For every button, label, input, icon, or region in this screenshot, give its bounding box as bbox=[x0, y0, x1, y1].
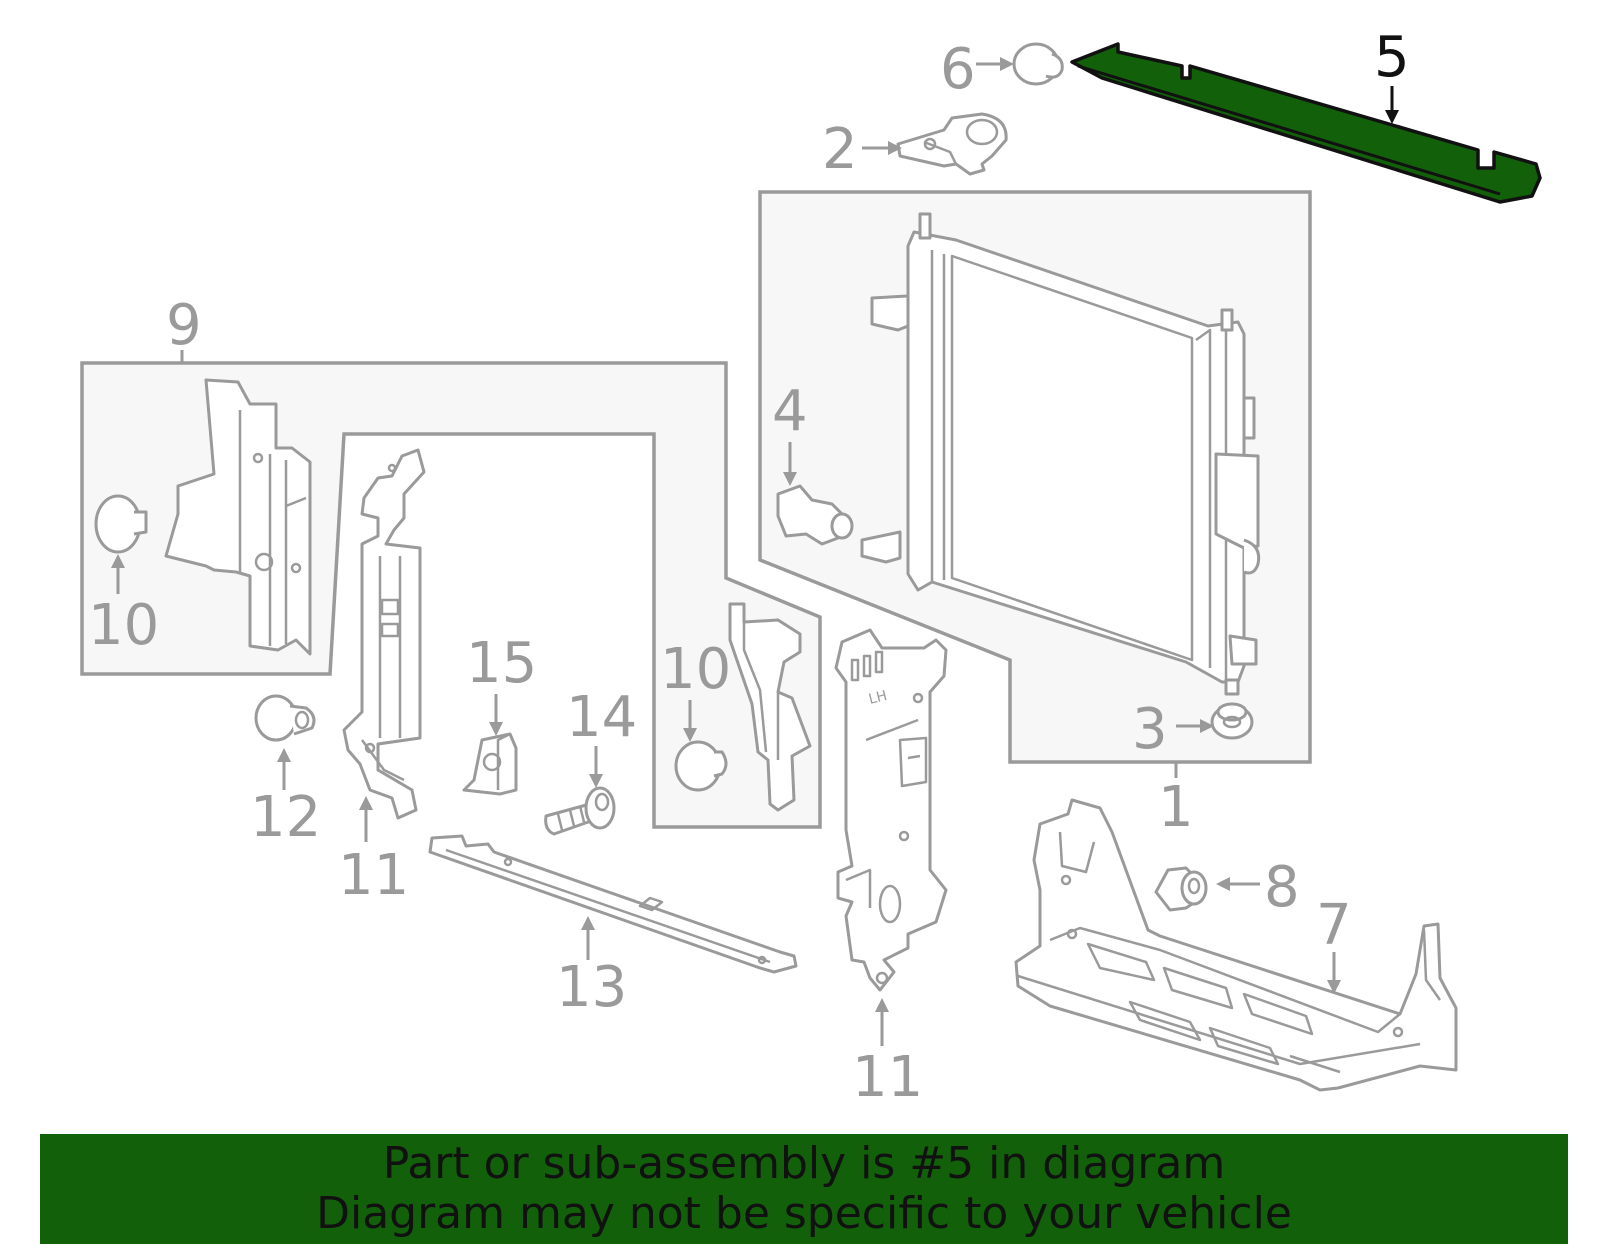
part-3-grommet[interactable] bbox=[1210, 702, 1254, 740]
lh-engraving: LH bbox=[867, 688, 889, 708]
callout-15: 15 bbox=[466, 631, 537, 696]
part-13-lower-deflector[interactable] bbox=[428, 834, 798, 974]
callout-3: 3 bbox=[1132, 697, 1168, 762]
callout-1: 1 bbox=[1158, 775, 1194, 840]
part-7-lower-shield[interactable] bbox=[1014, 798, 1458, 1092]
callout-10-right: 10 bbox=[660, 637, 731, 702]
right-air-baffle[interactable] bbox=[728, 602, 812, 812]
banner-line-1: Part or sub-assembly is #5 in diagram bbox=[382, 1138, 1226, 1189]
part-12-push-pin[interactable] bbox=[254, 694, 316, 742]
part-10-push-pin-right[interactable] bbox=[674, 740, 728, 792]
callout-12: 12 bbox=[250, 785, 321, 850]
callout-13: 13 bbox=[556, 955, 627, 1020]
callout-11-right: 11 bbox=[852, 1045, 923, 1110]
part-11-right-bracket[interactable]: LH bbox=[834, 628, 948, 992]
part-2-bracket[interactable] bbox=[896, 112, 1008, 176]
callout-9: 9 bbox=[166, 293, 202, 358]
part-8-push-pin[interactable] bbox=[1154, 866, 1208, 912]
part-11-left-bracket[interactable] bbox=[342, 448, 426, 820]
callout-numbers: 6 5 2 9 4 10 15 14 10 3 1 12 11 8 7 13 1… bbox=[88, 25, 1410, 1110]
callout-leaders bbox=[111, 57, 1399, 1046]
banner-line-2: Diagram may not be specific to your vehi… bbox=[316, 1188, 1292, 1239]
callout-11-left: 11 bbox=[338, 843, 409, 908]
callout-8: 8 bbox=[1264, 855, 1300, 920]
part-5-upper-deflector[interactable] bbox=[1070, 42, 1542, 204]
part-4-sensor[interactable] bbox=[776, 484, 854, 546]
callout-2: 2 bbox=[822, 117, 858, 182]
radiator[interactable] bbox=[860, 212, 1261, 696]
part-6-push-pin[interactable] bbox=[1012, 42, 1064, 86]
part-14-bolt[interactable] bbox=[544, 786, 616, 836]
part-10-push-pin-left[interactable] bbox=[94, 494, 148, 554]
part-15-clip-nut[interactable] bbox=[462, 732, 518, 796]
callout-14: 14 bbox=[566, 685, 637, 750]
callout-5: 5 bbox=[1374, 25, 1410, 90]
callout-6: 6 bbox=[940, 37, 976, 102]
part-notice-banner: Part or sub-assembly is #5 in diagram Di… bbox=[40, 1134, 1568, 1244]
callout-7: 7 bbox=[1316, 893, 1352, 958]
left-air-baffle[interactable] bbox=[164, 378, 312, 656]
callout-4: 4 bbox=[772, 379, 808, 444]
callout-10-left: 10 bbox=[88, 593, 159, 658]
